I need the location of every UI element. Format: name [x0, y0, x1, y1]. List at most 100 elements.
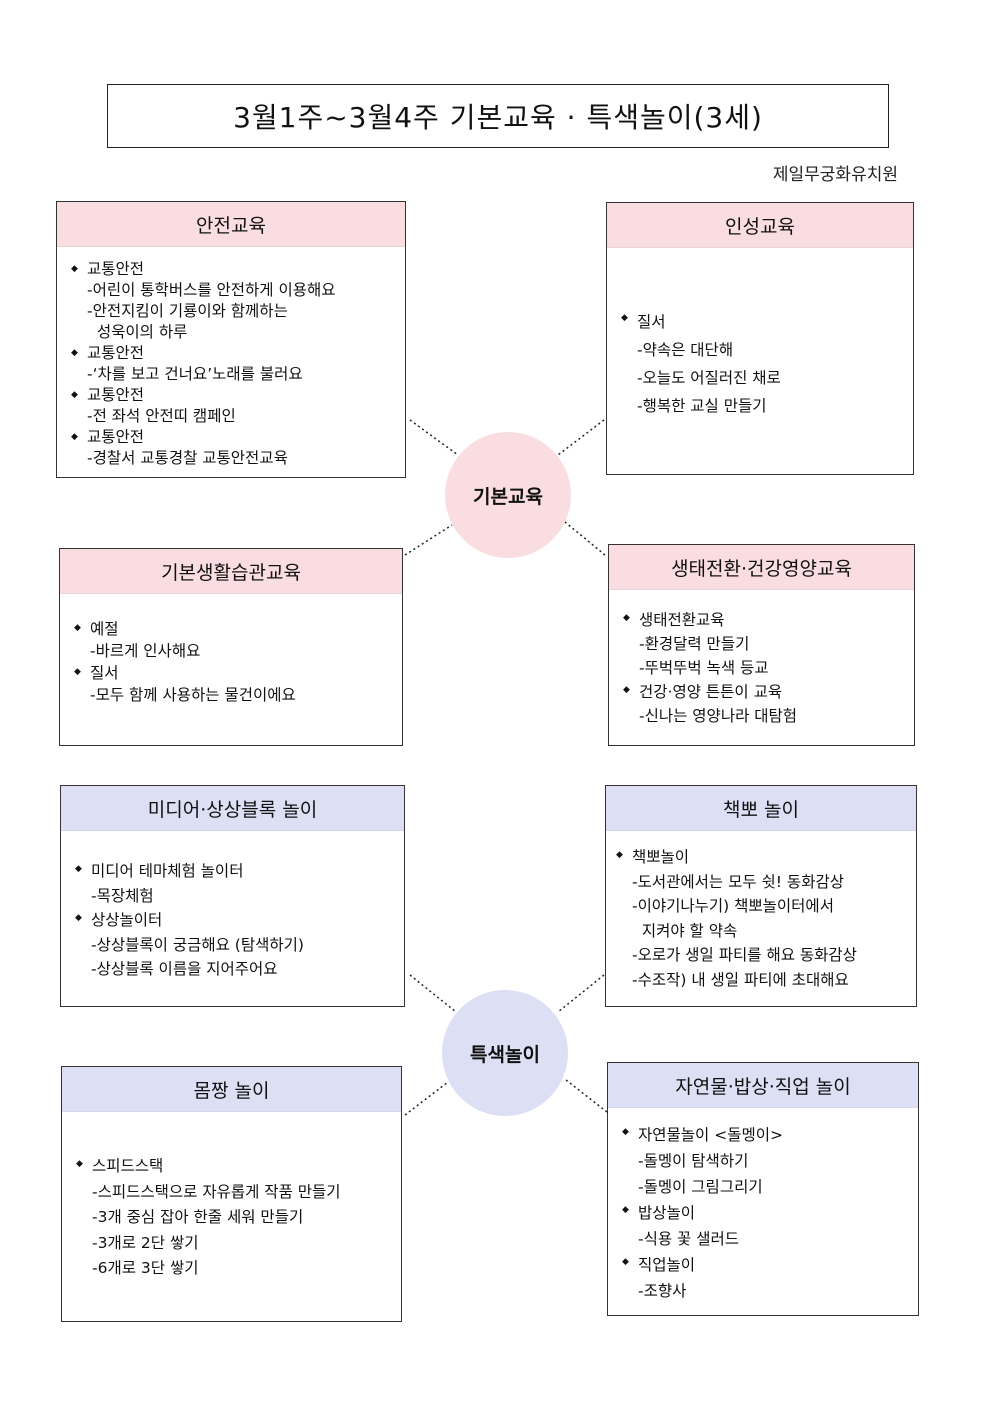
sub-item: -전 좌석 안전띠 캠페인 [87, 407, 236, 425]
connector-body [404, 1081, 449, 1116]
box-title: 미디어·상상블록 놀이 [61, 786, 404, 831]
sub-item: -행복한 교실 만들기 [637, 397, 767, 415]
diamond-bullet-icon: ◆ [71, 264, 78, 274]
basic-habits-box: 기본생활습관교육 ◆ 예절 -바르게 인사해요 ◆ 질서 -모두 함께 사용하는 물건이에… [59, 548, 403, 746]
box-body: ◆ 교통안전 -어린이 통학버스를 안전하게 이용해요 -안전지킴이 기룡이와 함께하… [57, 247, 405, 469]
box-body: ◆생태전환교육-환경달력 만들기-뚜벅뚜벅 녹색 등교◆건강·영양 튼튼이 교육… [609, 590, 914, 728]
bullet-text: 교통안전 [87, 386, 145, 404]
sub-item: -이야기나누기) 책뽀놀이터에서 [632, 897, 834, 915]
bullet-item: ◆생태전환교육 [623, 608, 904, 632]
sub-item: 지켜야 할 약속 [632, 921, 738, 940]
bullet-item: ◆ 질서 [621, 308, 903, 336]
hub-basic-education: 기본교육 [445, 432, 571, 558]
bullet-item: ◆밥상놀이 [622, 1200, 908, 1226]
bullet-text: 상상놀이터 [91, 911, 163, 929]
sub-item: -모두 함께 사용하는 물건이에요 [90, 686, 296, 704]
sub-item: -도서관에서는 모두 쉿! 동화감상 [632, 872, 844, 891]
kindergarten-name: 제일무궁화유치원 [772, 165, 898, 185]
connector-safety [409, 419, 459, 456]
bullet-item: ◆교통안전 [71, 385, 395, 406]
box-body: ◆ 질서 -약속은 대단해 -오늘도 어질러진 채로 -행복한 교실 만들기 [607, 248, 913, 420]
connector-media [409, 974, 457, 1013]
sub-item: 성욱이의 하루 [87, 323, 188, 341]
bullet-text: 교통안전 [87, 260, 145, 278]
eco-health-box: 생태전환·건강영양교육 ◆생태전환교육-환경달력 만들기-뚜벅뚜벅 녹색 등교◆… [608, 544, 915, 746]
sub-item: -돌멩이 그림그리기 [638, 1178, 763, 1196]
box-body: ◆ 미디어 테마체험 놀이터 -목장체험 ◆ 상상놀이터 -상상블록이 궁금해요 (탐색하… [61, 831, 404, 982]
bullet-item: ◆ 스피드스택 [76, 1154, 391, 1180]
bullet-item: ◆ 자연물놀이 <돌멩이> [622, 1122, 908, 1148]
bullet-item: ◆ 직업놀이 [622, 1252, 908, 1278]
box-title: 자연물·밥상·직업 놀이 [608, 1063, 918, 1108]
sub-item: -오늘도 어질러진 채로 [637, 369, 781, 387]
safety-education-box: 안전교육 ◆ 교통안전 -어린이 통학버스를 안전하게 이용해요 -안전지킴이 기룡이… [56, 201, 406, 478]
body-play-box: 몸짱 놀이 ◆ 스피드스택 -스피드스택으로 자유롭게 작품 만들기 -3개 중심 잡… [61, 1066, 402, 1322]
bullet-item: ◆건강·영양 튼튼이 교육 [623, 680, 904, 704]
bullet-text: 질서 [637, 313, 666, 331]
hub-special-play: 특색놀이 [442, 990, 568, 1116]
bullet-item: ◆ 미디어 테마체험 놀이터 [75, 859, 394, 884]
sub-item: -뚜벅뚜벅 녹색 등교 [639, 659, 769, 677]
bullet-text: 책뽀놀이 [632, 848, 690, 866]
sub-item: -상상블록 이름을 지어주어요 [91, 960, 278, 978]
bullet-text: 밥상놀이 [638, 1204, 696, 1222]
diamond-bullet-icon: ◆ [71, 432, 78, 442]
diamond-bullet-icon: ◆ [74, 623, 81, 633]
diamond-bullet-icon: ◆ [622, 1257, 629, 1267]
sub-item: -상상블록이 궁금해요 (탐색하기) [91, 935, 304, 954]
character-education-box: 인성교육 ◆질서-약속은 대단해-오늘도 어질러진 채로-행복한 교실 만들기 [606, 202, 914, 475]
sub-item: -목장체험 [91, 886, 154, 905]
bullet-item: ◆ 질서 [74, 662, 392, 684]
bullet-text: 질서 [90, 664, 119, 682]
sub-item: -신나는 영양나라 대탐험 [639, 707, 798, 725]
diamond-bullet-icon: ◆ [622, 1127, 629, 1137]
diamond-bullet-icon: ◆ [75, 913, 82, 923]
sub-item: -3개 중심 잡아 한줄 세워 만들기 [92, 1208, 304, 1226]
sub-item: -바르게 인사해요 [90, 642, 201, 660]
page-title: 3월1주~3월4주 기본교육 · 특색놀이(3세) [107, 84, 889, 148]
box-body: ◆책뽀놀이-도서관에서는 모두 쉿! 동화감상-이야기나누기) 책뽀놀이터에서 … [606, 831, 916, 992]
box-title: 안전교육 [57, 202, 405, 247]
diamond-bullet-icon: ◆ [75, 864, 82, 874]
diamond-bullet-icon: ◆ [74, 667, 81, 677]
box-body: ◆ 예절 -바르게 인사해요 ◆ 질서 -모두 함께 사용하는 물건이에요 [60, 594, 402, 706]
sub-item: -환경달력 만들기 [639, 635, 750, 653]
connector-character [557, 419, 605, 456]
bullet-item: ◆ 교통안전 [71, 343, 395, 364]
box-title: 생태전환·건강영양교육 [609, 545, 914, 590]
box-title: 기본생활습관교육 [60, 549, 402, 594]
sub-item: -3개로 2단 쌓기 [92, 1233, 199, 1252]
sub-item: -스피드스택으로 자유롭게 작품 만들기 [92, 1182, 341, 1201]
box-title: 책뽀 놀이 [606, 786, 916, 831]
sub-item: -돌멩이 탐색하기 [638, 1152, 749, 1170]
sub-item: -안전지킴이 기룡이와 함께하는 [87, 302, 288, 320]
sub-item: -수조작) 내 생일 파티에 초대해요 [632, 970, 849, 989]
diamond-bullet-icon: ◆ [616, 850, 623, 860]
diamond-bullet-icon: ◆ [76, 1159, 83, 1169]
nature-food-job-play-box: 자연물·밥상·직업 놀이 ◆ 자연물놀이 <돌멩이> -돌멩이 탐색하기 -돌멩이 그… [607, 1062, 919, 1316]
sub-item: -약속은 대단해 [637, 341, 734, 359]
bullet-text: 교통안전 [87, 344, 145, 362]
book-play-box: 책뽀 놀이 ◆ 책뽀놀이 -도서관에서는 모두 쉿! 동화감상 -이야기나누기) 책뽀… [605, 785, 917, 1007]
bullet-text: 교통안전 [87, 428, 145, 446]
bullet-text: 생태전환교육 [639, 611, 725, 629]
sub-item: -조향사 [638, 1282, 687, 1300]
sub-item: -오로가 생일 파티를 해요 동화감상 [632, 946, 857, 964]
bullet-text: 자연물놀이 <돌멩이> [638, 1126, 783, 1144]
diamond-bullet-icon: ◆ [621, 313, 628, 323]
diamond-bullet-icon: ◆ [623, 685, 630, 695]
bullet-text: 예절 [90, 620, 119, 638]
sub-item: -6개로 3단 쌓기 [92, 1259, 199, 1277]
sub-item: -식용 꽃 샐러드 [638, 1230, 740, 1248]
sub-item: -어린이 통학버스를 안전하게 이용해요 [87, 281, 336, 299]
bullet-text: 미디어 테마체험 놀이터 [91, 862, 244, 880]
bullet-text: 직업놀이 [638, 1256, 696, 1274]
diamond-bullet-icon: ◆ [71, 348, 78, 358]
sub-item: -경찰서 교통경찰 교통안전교육 [87, 449, 288, 467]
box-body: ◆ 스피드스택 -스피드스택으로 자유롭게 작품 만들기 -3개 중심 잡아 한줄 세… [62, 1112, 401, 1282]
connector-eco [564, 521, 606, 556]
box-title: 몸짱 놀이 [62, 1067, 401, 1112]
bullet-text: 스피드스택 [92, 1157, 164, 1175]
connector-habits [404, 524, 453, 556]
